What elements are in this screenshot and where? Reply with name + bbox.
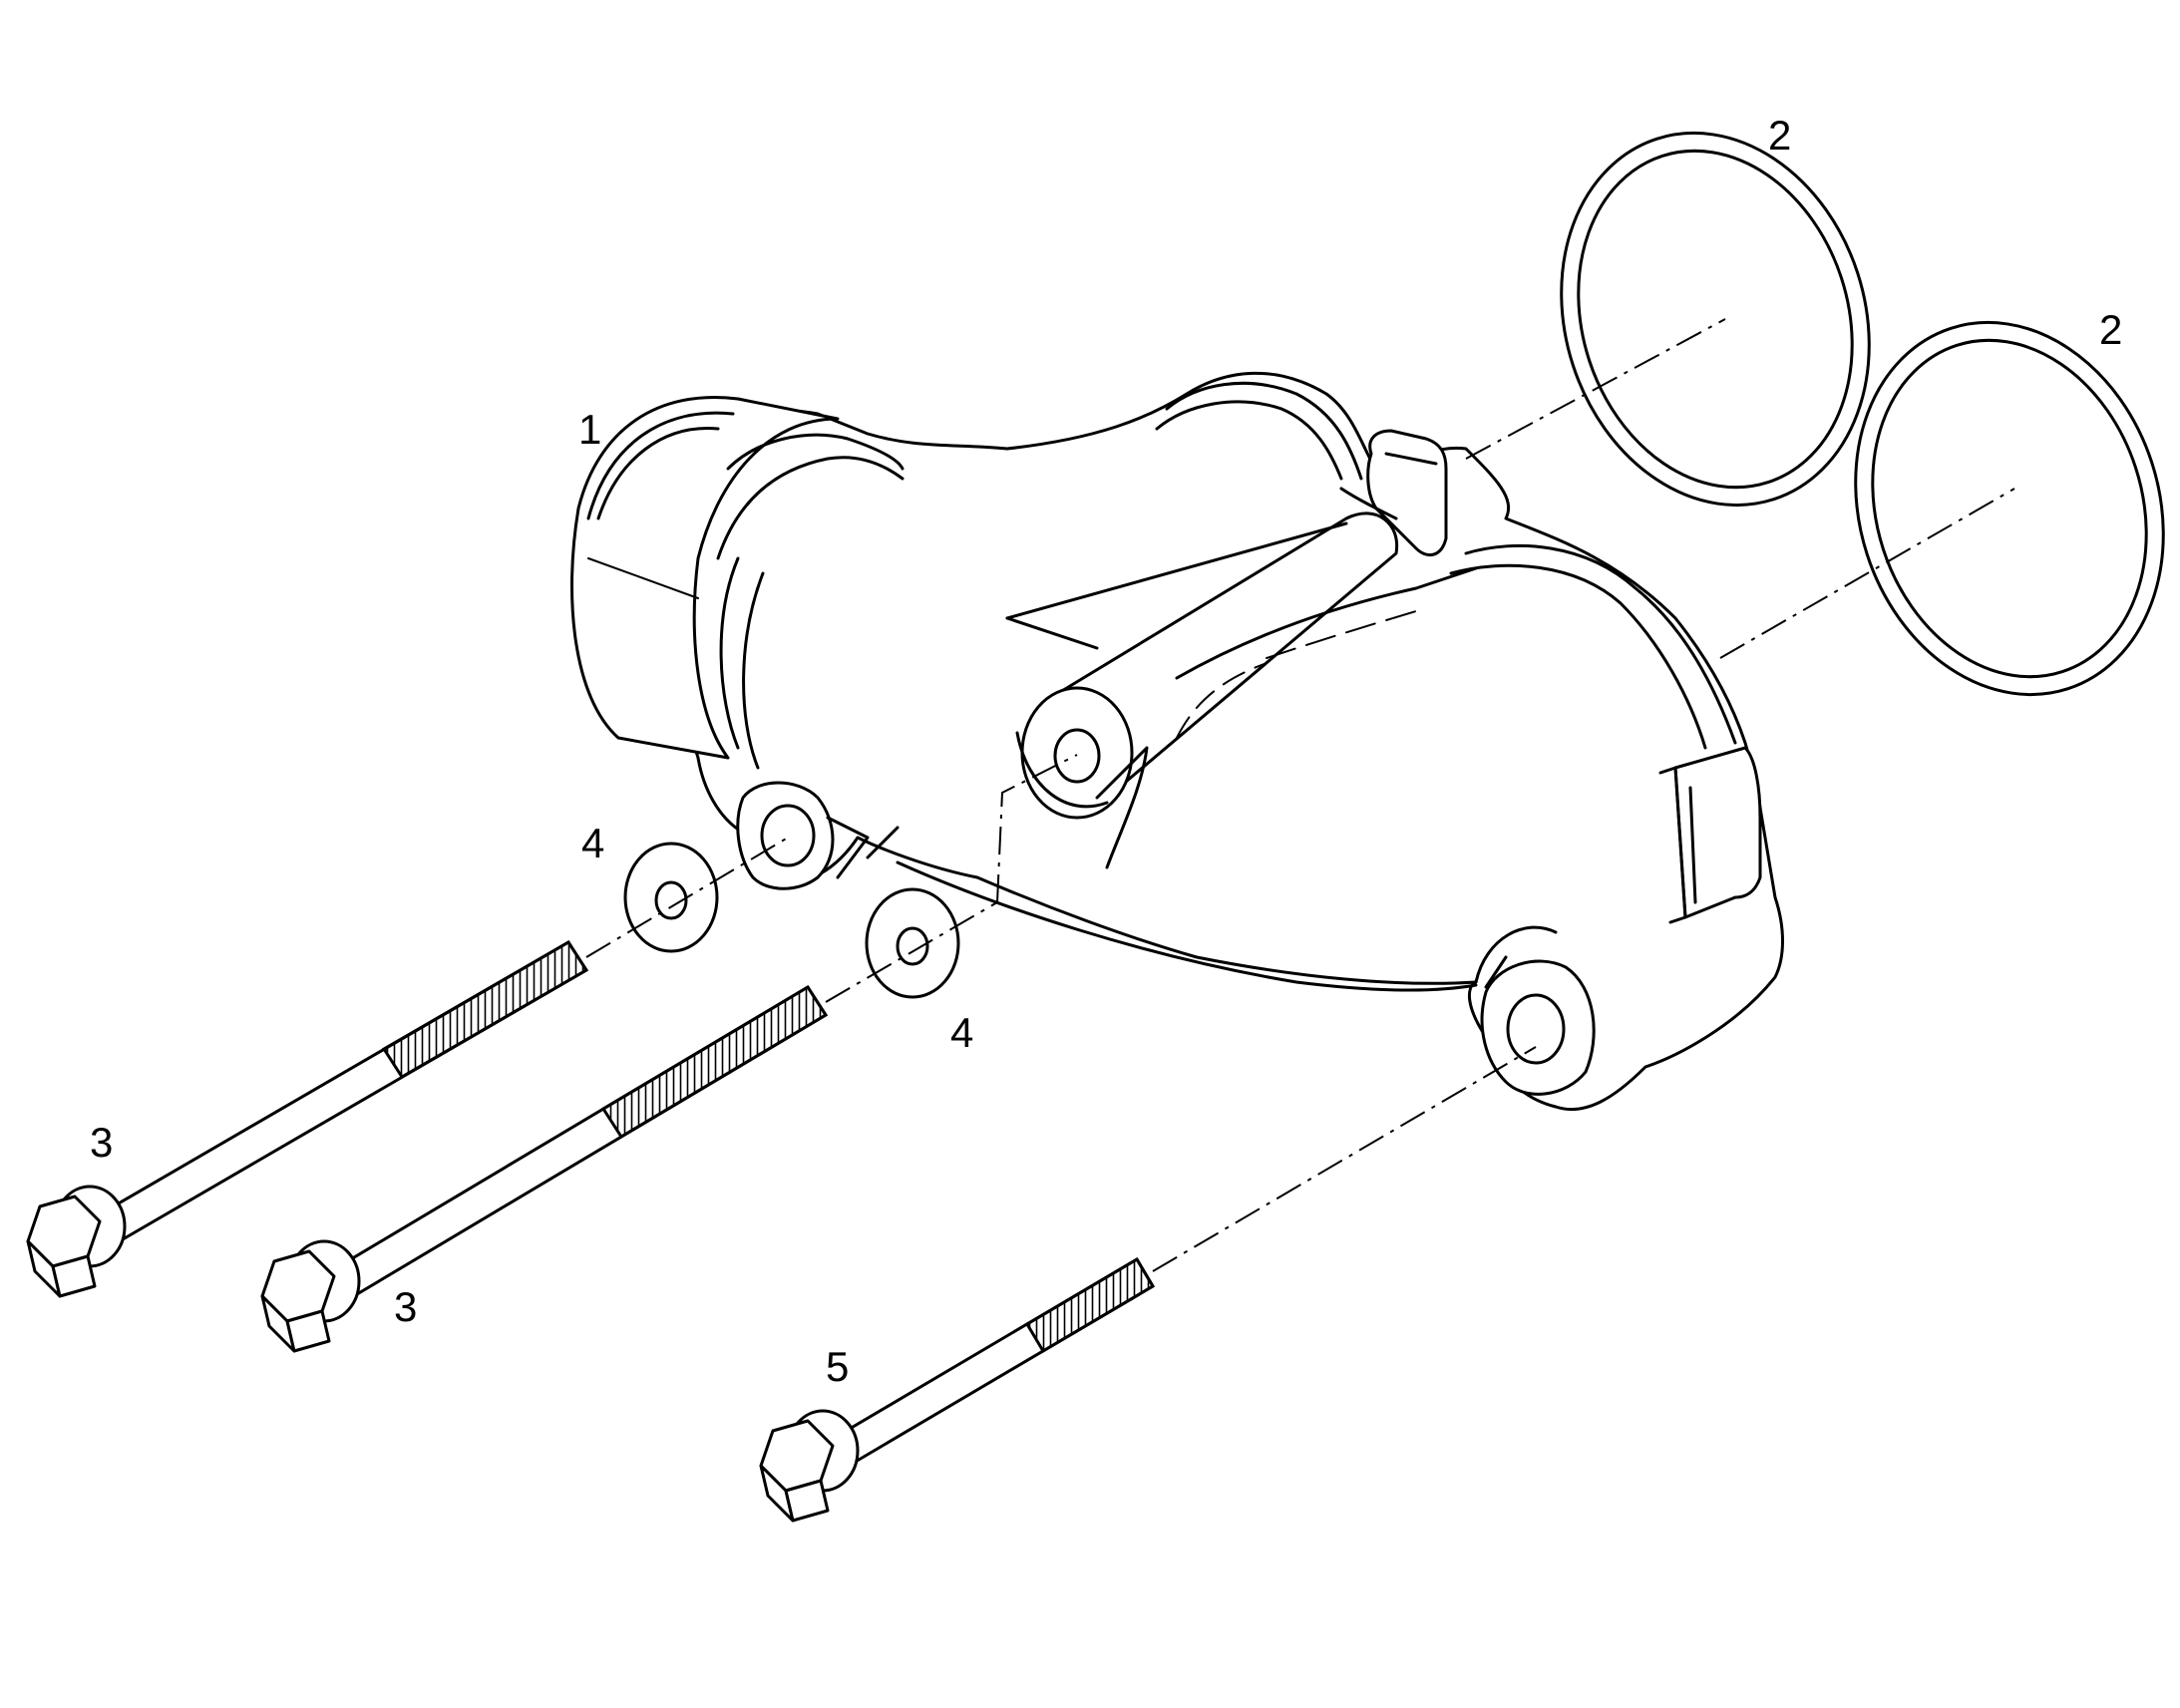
bolt-long-upper [26,939,589,1298]
washer-lower [865,887,960,999]
callout-labels: 1 2 2 3 3 4 4 5 [90,112,2122,1390]
callout-part-2-upper: 2 [1768,112,1791,159]
callout-part-4-lower: 4 [950,1009,973,1056]
callout-part-3-upper: 3 [90,1119,113,1166]
centerlines [585,318,2015,1272]
o-ring-lower [1854,320,2165,697]
callout-part-1: 1 [578,406,601,453]
callout-part-5: 5 [826,1343,849,1390]
manifold-housing [570,371,1784,1112]
bolt-long-lower [260,984,829,1353]
o-ring-upper [1560,131,1871,508]
callout-part-3-lower: 3 [394,1283,417,1330]
washer-upper [623,842,719,953]
callout-part-4-upper: 4 [581,820,604,866]
callout-part-2-lower: 2 [2099,306,2122,353]
bolt-short [759,1256,1156,1523]
